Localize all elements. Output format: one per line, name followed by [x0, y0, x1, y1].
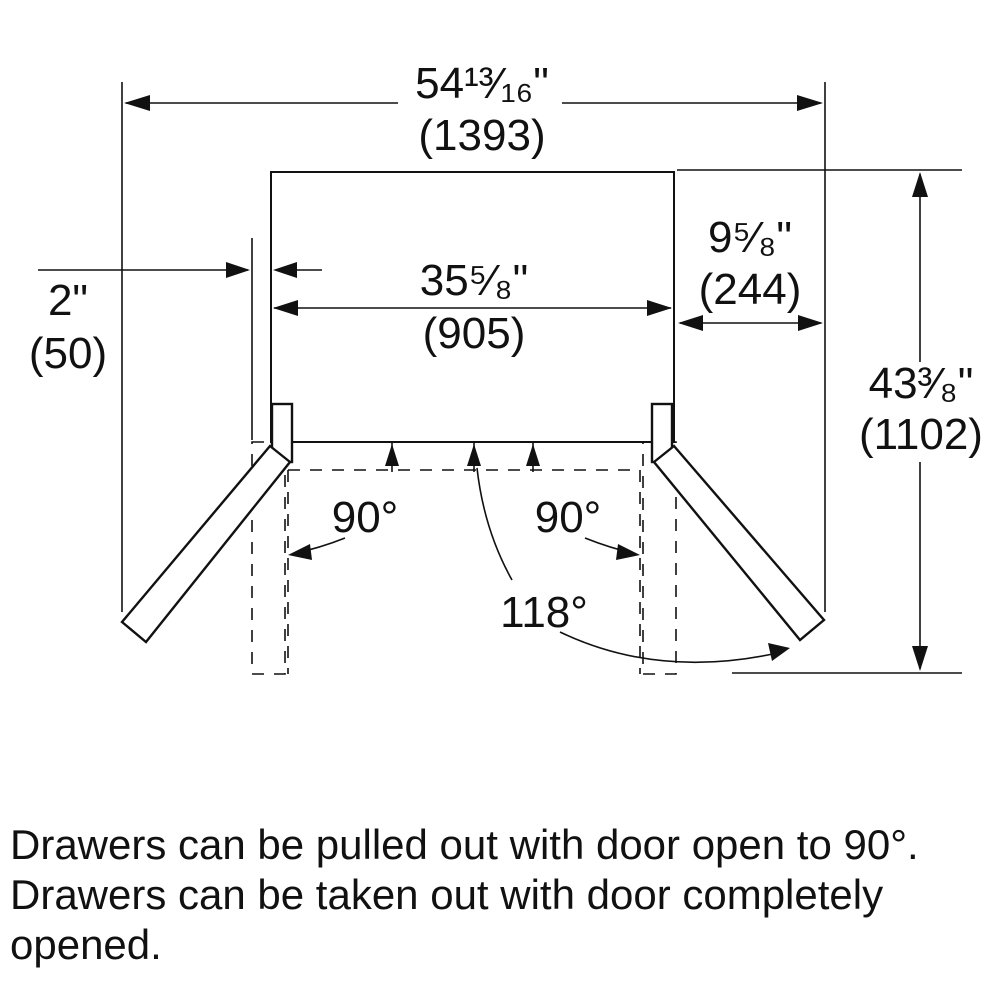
side-clearance-inches-label: 9⁵⁄₈"	[708, 213, 792, 262]
hinge-offset-arrow-left	[226, 262, 250, 278]
right-door-open	[652, 444, 826, 642]
left-door-open	[120, 444, 292, 644]
depth-mm-label: (1102)	[859, 410, 983, 459]
hinge-offset-mm-label: (50)	[29, 329, 107, 378]
overall-width-mm-label: (1393)	[418, 111, 545, 160]
side-clearance-mm-label: (244)	[699, 265, 802, 314]
overall-width-inches-label: 54¹³⁄₁₆"	[415, 59, 549, 108]
angle-pointer-center-head	[467, 444, 481, 466]
cabinet-width-arrow-right	[647, 300, 672, 316]
depth-arrow-bottom	[912, 646, 928, 671]
right-door-angle-label: 90°	[535, 493, 602, 542]
hinge-offset-inches-label: 2"	[48, 276, 88, 325]
refrigerator-cabinet	[270, 171, 675, 443]
side-clearance-arrow-left	[678, 315, 703, 331]
left-90-arc-arrow	[288, 544, 312, 560]
cabinet-width-arrow-left	[273, 300, 298, 316]
drawer-note-caption: Drawers can be pulled out with door open…	[10, 821, 919, 968]
cabinet-width-mm-label: (905)	[423, 309, 526, 358]
full-open-arc-arrow	[768, 643, 790, 661]
depth-arrow-top	[912, 172, 928, 197]
overall-width-arrow-right	[797, 95, 823, 111]
right-90-arc-arrow	[616, 544, 640, 560]
angle-pointer-left-head	[385, 444, 399, 466]
overall-width-arrow-left	[124, 95, 150, 111]
hinge-offset-arrow-right	[273, 262, 297, 278]
full-open-arc-upper	[476, 467, 513, 581]
depth-label-background	[852, 362, 992, 462]
side-clearance-arrow-right	[798, 315, 823, 331]
full-open-angle-label: 118°	[500, 588, 588, 637]
depth-inches-label: 43³⁄₈"	[869, 359, 974, 408]
angle-pointer-right-head	[526, 444, 540, 466]
cabinet-width-inches-label: 35⁵⁄₈"	[420, 256, 528, 305]
left-door-angle-label: 90°	[332, 493, 399, 542]
full-open-arc-lower	[559, 631, 783, 664]
